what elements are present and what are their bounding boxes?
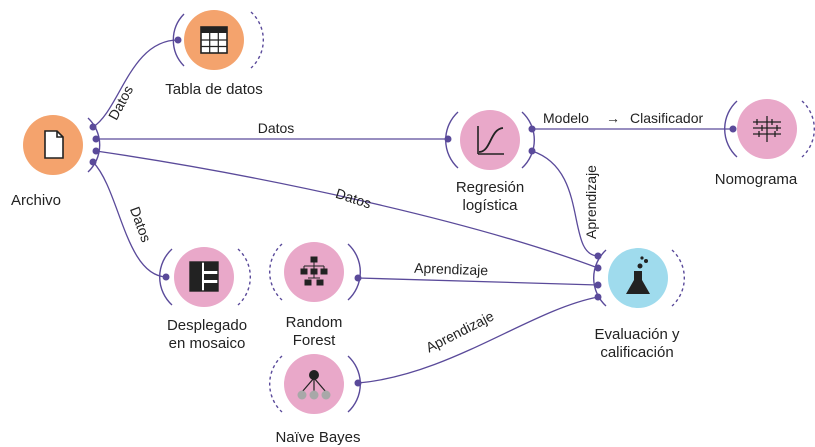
node-test-score-label-line1: Evaluación y <box>594 326 680 343</box>
sigmoid-curve-icon <box>477 126 504 155</box>
file-output-port[interactable] <box>92 147 100 155</box>
logistic-regression-output-port[interactable] <box>528 125 536 133</box>
link-label-logreg-to-test: Aprendizaje <box>583 165 599 239</box>
file-output-port[interactable] <box>92 135 100 143</box>
naive-bayes-output-port[interactable] <box>354 379 362 387</box>
links <box>92 39 733 384</box>
table-icon <box>200 26 228 54</box>
node-logistic-regression-label-line2: logística <box>462 197 518 214</box>
node-test-score[interactable]: Evaluación y calificación <box>593 248 685 361</box>
file-icon <box>44 130 64 159</box>
node-mosaic-input-arc <box>159 248 173 306</box>
node-logistic-regression-label-line1: Regresión <box>456 179 524 196</box>
link-bayes-to-test-score[interactable] <box>357 296 599 384</box>
link-file-to-mosaic[interactable] <box>92 161 167 278</box>
link-label-logreg-to-nomogram-from: Modelo <box>543 110 589 126</box>
node-naive-bayes[interactable]: Naïve Bayes <box>269 354 361 446</box>
test-score-input-port[interactable] <box>594 252 602 260</box>
mosaic-icon <box>189 261 219 292</box>
node-mosaic-label-line1: Desplegado <box>167 317 247 334</box>
node-random-forest[interactable]: Random Forest <box>269 242 361 349</box>
node-naive-bayes-input-arc <box>269 355 283 413</box>
node-data-table-input-arc <box>172 13 185 67</box>
link-logreg-to-test-score[interactable] <box>531 150 599 257</box>
flask-icon <box>626 256 650 294</box>
node-data-table-label: Tabla de datos <box>165 81 263 98</box>
node-data-table-output-arc <box>250 11 264 69</box>
node-test-score-output-arc <box>671 249 685 307</box>
test-score-input-port[interactable] <box>594 281 602 289</box>
node-test-score-label-line2: calificación <box>600 344 673 361</box>
node-mosaic[interactable]: Desplegado en mosaico <box>159 247 251 352</box>
nomogram-icon <box>753 116 781 142</box>
node-nomogram-output-arc <box>801 100 815 158</box>
link-labels: Datos Datos Datos Datos Modelo → Clasifi… <box>105 83 704 356</box>
node-file[interactable]: Archivo <box>11 115 101 209</box>
file-output-port[interactable] <box>89 158 97 166</box>
node-logistic-regression-output-arc <box>521 111 535 169</box>
node-random-forest-input-arc <box>269 243 283 301</box>
link-file-to-data-table[interactable] <box>92 39 179 128</box>
link-label-file-to-test: Datos <box>334 185 374 212</box>
logistic-regression-output-port[interactable] <box>528 147 536 155</box>
node-nomogram-input-arc <box>724 100 738 158</box>
file-output-port[interactable] <box>89 123 97 131</box>
link-file-to-test-score[interactable] <box>95 150 599 269</box>
bayes-network-icon <box>297 370 331 400</box>
tree-icon <box>300 256 328 286</box>
node-naive-bayes-label: Naïve Bayes <box>275 429 360 446</box>
channel-dots <box>89 36 737 387</box>
test-score-input-port[interactable] <box>594 264 602 272</box>
node-nomogram[interactable]: Nomograma <box>715 99 815 188</box>
test-score-input-port[interactable] <box>594 293 602 301</box>
node-file-label: Archivo <box>11 192 61 209</box>
node-file-output-arc <box>87 117 101 173</box>
node-random-forest-label-line1: Random <box>286 314 343 331</box>
node-mosaic-label-line2: en mosaico <box>169 335 246 352</box>
node-logistic-regression[interactable]: Regresión logística <box>445 110 535 214</box>
mosaic-input-port[interactable] <box>162 273 170 281</box>
link-label-forest-to-test: Aprendizaje <box>414 260 489 279</box>
link-label-logreg-to-nomogram-arrow: → <box>606 110 620 126</box>
link-label-bayes-to-test: Aprendizaje <box>423 308 496 356</box>
link-label-file-to-logreg: Datos <box>258 120 295 136</box>
link-forest-to-test-score[interactable] <box>357 277 599 286</box>
link-label-file-to-mosaic: Datos <box>127 204 155 244</box>
node-mosaic-output-arc <box>237 248 251 306</box>
random-forest-output-port[interactable] <box>354 274 362 282</box>
node-nomogram-label: Nomograma <box>715 171 798 188</box>
nomogram-input-port[interactable] <box>729 125 737 133</box>
logistic-regression-input-port[interactable] <box>444 135 452 143</box>
node-random-forest-label-line2: Forest <box>293 332 336 349</box>
link-label-logreg-to-nomogram-to: Clasificador <box>630 110 703 126</box>
node-random-forest-output-arc <box>347 243 361 301</box>
node-data-table[interactable]: Tabla de datos <box>165 10 264 98</box>
data-table-input-port[interactable] <box>174 36 182 44</box>
link-label-file-to-table: Datos <box>105 83 136 123</box>
